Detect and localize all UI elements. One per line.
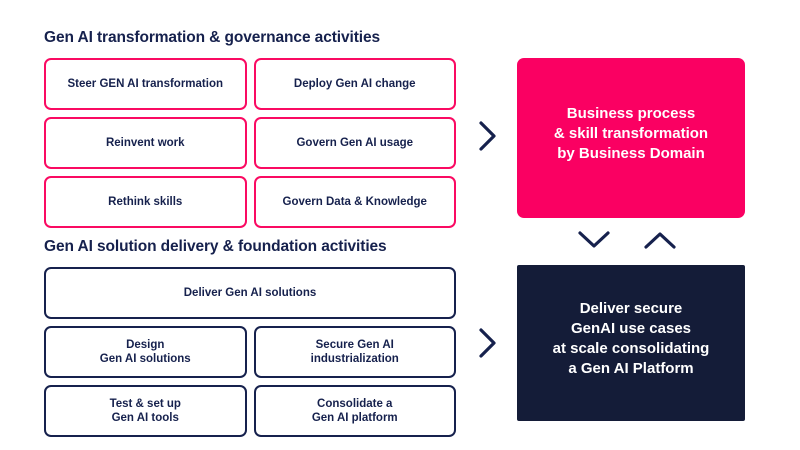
activity-box-reinvent-work[interactable]: Reinvent work <box>44 117 247 169</box>
activities-column: Gen AI transformation & governance activ… <box>44 0 456 450</box>
section-heading-delivery: Gen AI solution delivery & foundation ac… <box>44 238 387 255</box>
activity-row: Steer GEN AI transformation Deploy Gen A… <box>44 58 456 110</box>
activity-box-deploy-change[interactable]: Deploy Gen AI change <box>253 58 456 110</box>
activity-row: Reinvent work Govern Gen AI usage <box>44 117 456 169</box>
governance-activities-grid: Steer GEN AI transformation Deploy Gen A… <box>44 58 456 228</box>
activity-box-govern-data-knowledge[interactable]: Govern Data & Knowledge <box>253 176 456 228</box>
section-heading-governance: Gen AI transformation & governance activ… <box>44 29 381 46</box>
activity-box-deliver-solutions[interactable]: Deliver Gen AI solutions <box>44 267 456 319</box>
activity-box-rethink-skills[interactable]: Rethink skills <box>44 176 247 228</box>
activity-box-govern-usage[interactable]: Govern Gen AI usage <box>253 117 456 169</box>
activity-box-steer-transformation[interactable]: Steer GEN AI transformation <box>44 58 247 110</box>
activity-row-full: Deliver Gen AI solutions <box>44 267 456 319</box>
chevron-right-icon <box>477 120 499 152</box>
chevron-right-icon <box>477 327 499 359</box>
chevron-down-icon <box>577 229 611 251</box>
activity-row: Rethink skills Govern Data & Knowledge <box>44 176 456 228</box>
chevron-up-icon <box>643 229 677 251</box>
